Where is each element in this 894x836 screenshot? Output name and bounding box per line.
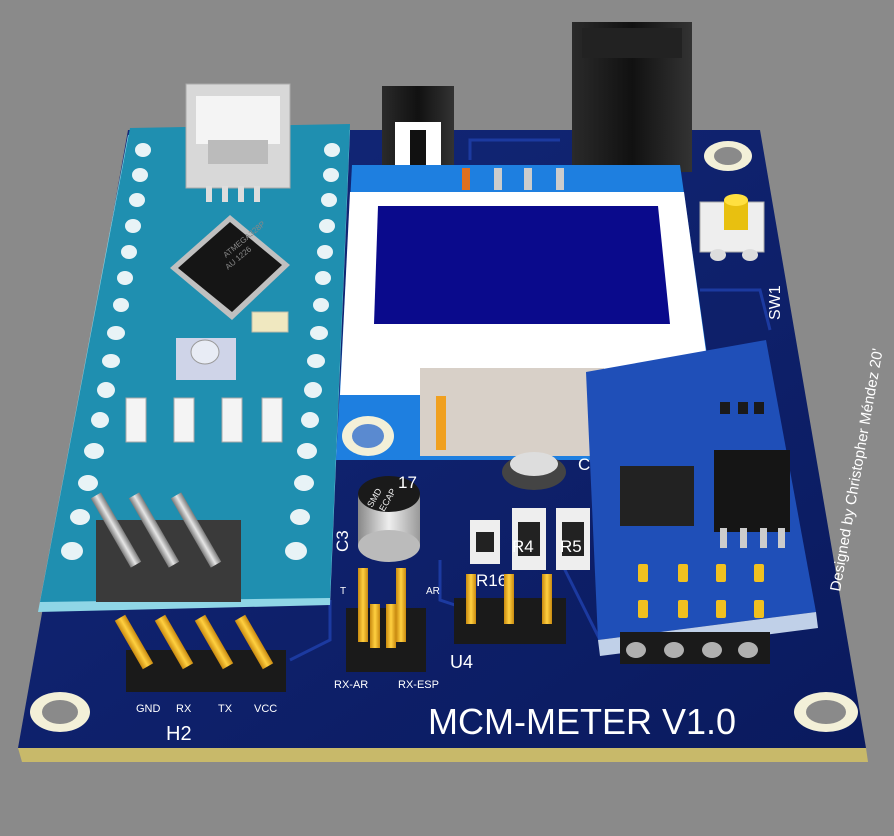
esp-module [586,340,818,664]
crystal [251,311,289,333]
h2-pin-label-vcc: VCC [254,703,277,715]
u4-header [454,574,566,644]
h2-pin-label-gnd: GND [136,703,161,715]
arduino-leds [125,397,283,443]
smd-resistors [470,508,590,570]
designator-c3: C3 [333,530,352,552]
designator-r16: R16 [476,571,507,590]
designer-credit: Designed by Christopher Méndez 20' [827,347,887,593]
h2-header [114,614,286,692]
designator-sw1: SW1 [767,285,784,320]
mounting-holes [30,141,858,732]
reset-button [176,338,236,380]
jumper-label-rx-ar: RX-AR [334,679,368,691]
board-title: MCM-METER V1.0 [428,701,736,742]
dc-power-jack [572,22,692,190]
h2-pin-label-tx: TX [218,703,233,715]
jumper-label-top-left: T [340,586,346,597]
pcb-edge [18,748,868,762]
designator-u4: U4 [450,652,473,672]
designator-h2: H2 [166,723,192,745]
jumper-label-rx-esp: RX-ESP [398,679,439,691]
jumper-label-top-right: AR [426,586,440,597]
mini-usb-connector [185,83,291,202]
icsp-header [90,492,241,602]
h2-pin-label-rx: RX [176,703,192,715]
jumper-header [346,568,426,672]
audio-jack [382,86,454,168]
capacitor-c7 [502,452,566,490]
push-button-sw1 [699,194,765,261]
arduino-nano-module: ATMEGA328P AU 1226 [38,83,350,612]
capacitor-c3: SMD ECAP [358,476,420,562]
designator-r4: R4 [512,537,534,556]
pcb-traces [289,138,772,662]
designator-r5: R5 [560,537,582,556]
designator-r17: 17 [398,473,417,492]
